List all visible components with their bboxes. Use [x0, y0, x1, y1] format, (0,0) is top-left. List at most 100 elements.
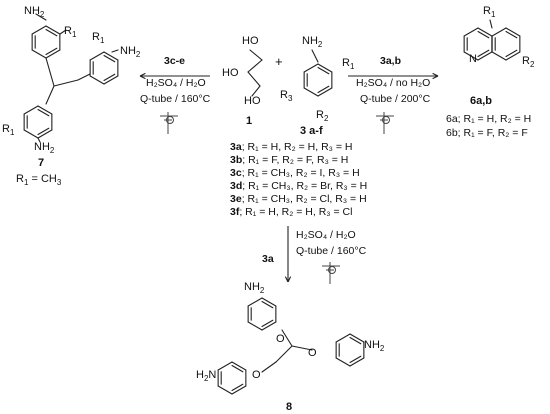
c8-ring-right-bond [349, 357, 365, 367]
c8-o-1: O [276, 333, 285, 345]
quinoline-r1: R1 [483, 5, 496, 19]
c8-ring-top-double-bond [261, 300, 274, 309]
compound-6-label: 6a,b [470, 95, 492, 107]
qtube-icon-left [160, 112, 178, 134]
c7-r1-right: R1 [92, 31, 105, 45]
c7-ring-bottom-bond [23, 129, 39, 139]
aniline-r3: R3 [280, 89, 293, 103]
c7-ring-top-bond [45, 49, 61, 59]
quinoline-ring-b-bond [491, 27, 507, 37]
glycerol-bond [247, 59, 263, 73]
c7-ring-top-double-bond [45, 47, 58, 56]
quinoline-r1-bond [489, 19, 493, 29]
list-6b: 6b; R₁ = F, R₂ = F [446, 127, 528, 139]
aniline-ring-double-bond [317, 66, 330, 75]
c7-ring-top-bond [45, 25, 61, 35]
right-arrow-cond1: H₂SO₄ / no H₂O [356, 77, 430, 89]
c8-ring-left-bond [217, 361, 233, 371]
c7-r1-top: R1 [64, 25, 77, 39]
c8-ring-left-bond [231, 361, 247, 371]
c8-ring-left-double-bond [231, 383, 244, 392]
quinoline-ring-b-double-bond [505, 49, 518, 58]
left-arrow-head [139, 72, 146, 77]
left-arrow-reagent: 3c-e [164, 55, 185, 67]
c8-ring-right-bond [335, 357, 351, 367]
c8-ring-right-bond [335, 333, 351, 343]
c7-nh2-bond [35, 13, 47, 21]
c7-ring-bottom-bond [23, 105, 39, 115]
c7-chain [45, 57, 55, 87]
left-arrow-cond2: Q-tube / 160°C [140, 93, 211, 105]
compound-3-label: 3 a-f [300, 125, 323, 137]
c8-ring-right-double-bond [349, 336, 362, 345]
c7-r1-bottom: R1 [2, 123, 15, 137]
plus-sign: + [275, 54, 283, 69]
c8-h2n-left: H2N [196, 369, 216, 383]
c8-ring-left-double-bond [231, 364, 244, 373]
list-3f: 3f; R₁ = H, R₂ = H, R₃ = Cl [230, 206, 352, 218]
c7-nh2-right: NH2 [120, 45, 141, 59]
c8-ring-left-bond [217, 385, 233, 395]
down-arrow-head [287, 276, 292, 283]
compound-1-label: 1 [246, 115, 252, 127]
aniline-r1: R1 [342, 57, 355, 71]
glycerol-ho-2: HO [222, 67, 239, 79]
glycerol-bond [249, 49, 263, 61]
c8-ring-top-bond [261, 297, 277, 307]
down-arrow-cond1: H₂SO₄ / H₂O [296, 229, 356, 241]
quinoline-ring-a-double-bond [477, 49, 490, 58]
down-arrow-cond2: Q-tube / 160°C [296, 245, 367, 257]
right-arrow-reagent: 3a,b [380, 55, 401, 67]
c7-ring-bottom-bond [37, 105, 53, 115]
c8-o-2: O [308, 347, 317, 359]
list-3b: 3b; R₁ = F, R₂ = F, R₃ = H [230, 154, 348, 166]
c7-ring-right-bond [89, 51, 105, 61]
c7-ring-bottom-double-bond [37, 127, 50, 136]
c8-nh2-top: NH2 [244, 281, 265, 295]
list-3e: 3e; R₁ = CH₃, R₂ = Cl, R₃ = H [230, 193, 367, 205]
aniline-ring-bond [317, 63, 333, 73]
list-3c: 3c; R₁ = CH₃, R₂ = I, R₃ = H [230, 167, 360, 179]
aniline-r2: R2 [316, 109, 329, 123]
quinoline-ring-b-bond [505, 27, 521, 37]
quinoline-ring-b-double-bond [505, 30, 518, 39]
glycerol-ho-1: HO [242, 35, 259, 47]
c7-ring-top-bond [31, 49, 47, 59]
c7-chain [45, 85, 55, 105]
quinoline-ring-a-bond [477, 51, 493, 61]
c7-ring-right-bond [89, 75, 105, 85]
aniline-ring-bond [303, 63, 319, 73]
qtube-icon-down [322, 262, 340, 284]
quinoline-ring-a-double-bond [477, 30, 490, 39]
compound-7-r1-def: R1 = CH3 [16, 173, 62, 187]
aniline-ring-bond [303, 87, 319, 97]
c7-ring-bottom-double-bond [37, 108, 50, 117]
c8-chain [261, 361, 277, 373]
right-arrow-cond2: Q-tube / 200°C [360, 93, 431, 105]
c8-ring-right-bond [349, 333, 365, 343]
down-arrow-head [284, 276, 289, 283]
c7-chain [53, 79, 79, 87]
c8-ring-right-double-bond [349, 355, 362, 364]
c7-ring-right-double-bond [103, 73, 116, 82]
quinoline-ring-a-bond [463, 27, 479, 37]
quinoline-ring-a-bond [477, 27, 493, 37]
c8-nh2-right: NH2 [364, 339, 385, 353]
list-3a: 3a; R₁ = H, R₂ = H, R₃ = H [230, 141, 352, 153]
quinoline-r2: R2 [522, 55, 535, 69]
quinoline-ring-a-bond [463, 51, 479, 61]
c7-r1-bond [59, 29, 67, 35]
c8-ring-top-bond [247, 297, 263, 307]
compound-7-label: 7 [38, 157, 44, 169]
c8-chain [281, 329, 293, 347]
c7-ring-bottom-bond [37, 129, 53, 139]
c8-ring-top-bond [261, 321, 277, 331]
aniline-ring-bond [317, 87, 333, 97]
list-6a: 6a; R₁ = H, R₂ = H [446, 113, 531, 125]
c7-chain [77, 73, 91, 81]
c7-nh2-bond [111, 49, 119, 53]
right-arrow-head [432, 72, 439, 77]
quinoline-ring-b-bond [491, 51, 507, 61]
c8-chain [275, 345, 293, 363]
